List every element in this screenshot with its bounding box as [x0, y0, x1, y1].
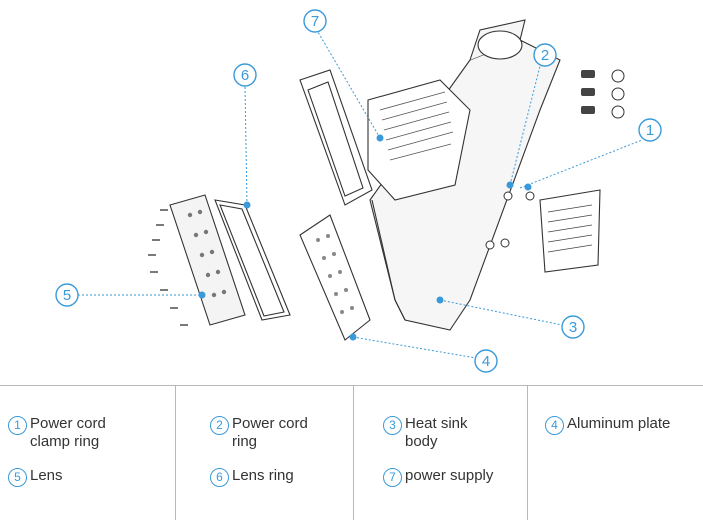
divider: [175, 386, 176, 520]
legend-number: 2: [210, 416, 229, 435]
legend-item-3: 3 Heat sink body: [383, 415, 468, 451]
legend-label: Lens: [30, 467, 63, 484]
screws: [485, 69, 625, 250]
legend-item-1: 1 Power cord clamp ring: [8, 415, 106, 451]
legend-number: 6: [210, 468, 229, 487]
legend-item-5: 5 Lens: [8, 467, 63, 487]
callout-5: 5: [55, 283, 206, 307]
legend-label: Lens ring: [232, 467, 294, 484]
legend-number: 7: [383, 468, 402, 487]
legend-item-4: 4 Aluminum plate: [545, 415, 670, 435]
svg-text:6: 6: [241, 67, 249, 84]
divider: [353, 386, 354, 520]
aluminum-plate: [299, 214, 371, 341]
legend-item-2: 2 Power cord ring: [210, 415, 308, 451]
lens-ring-top: [299, 69, 373, 206]
svg-text:5: 5: [63, 287, 71, 304]
callout-2: 2: [506, 43, 557, 189]
heat-sink-body: [369, 19, 561, 331]
svg-text:4: 4: [482, 353, 490, 370]
legend-table: 1 Power cord clamp ring 5 Lens 2 Power c…: [0, 385, 703, 520]
lens: [169, 194, 246, 326]
legend-number: 4: [545, 416, 564, 435]
legend-item-6: 6 Lens ring: [210, 467, 294, 487]
legend-label: Power cord clamp ring: [30, 415, 106, 450]
legend-number: 3: [383, 416, 402, 435]
legend-label: Aluminum plate: [567, 415, 671, 432]
lens-screws: [148, 209, 188, 326]
legend-number: 1: [8, 416, 27, 435]
callout-3: 3: [436, 296, 585, 339]
callout-7: 7: [303, 9, 384, 142]
legend-label: Power cord ring: [232, 415, 308, 450]
svg-text:2: 2: [541, 47, 549, 64]
legend-label: Heat sink body: [405, 415, 468, 450]
legend-label: power supply: [405, 467, 494, 484]
svg-text:7: 7: [311, 13, 319, 30]
exploded-diagram: 1 2 3 4 5 6 7: [55, 9, 662, 373]
legend-number: 5: [8, 468, 27, 487]
svg-text:1: 1: [646, 122, 654, 139]
svg-text:3: 3: [569, 319, 577, 336]
legend-item-7: 7 power supply: [383, 467, 493, 487]
callout-6: 6: [233, 63, 257, 209]
callout-4: 4: [349, 333, 498, 373]
power-cord-clamp: [539, 189, 601, 273]
divider: [527, 386, 528, 520]
power-supply: [367, 79, 471, 201]
lens-ring: [214, 199, 291, 321]
callout-1: 1: [519, 118, 662, 191]
